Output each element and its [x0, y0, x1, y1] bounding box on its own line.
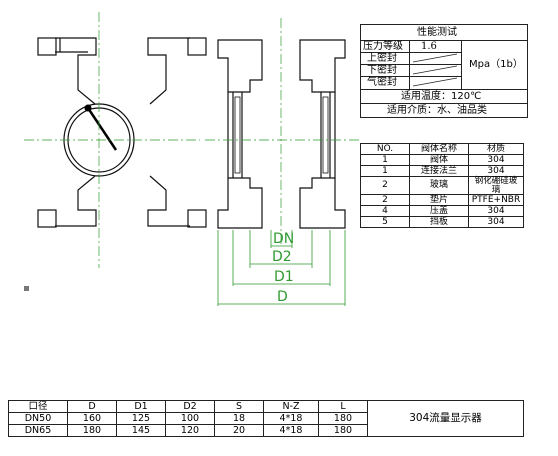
part-material: 钢化硼硅玻璃 — [468, 176, 524, 195]
performance-table: 性能测试 压力等级 1.6 上密封 下密封 气密封 Mpa（1b） 适用温度：1… — [360, 24, 528, 118]
parts-header-row: NO. 阀体名称 材质 — [360, 143, 524, 155]
dial-pointer — [86, 107, 118, 151]
parts-row: 1 连接法兰 304 — [360, 165, 524, 177]
part-name: 挡板 — [409, 216, 469, 228]
lower-seal-label: 下密封 — [367, 65, 397, 76]
size-cell: DN50 — [8, 412, 68, 425]
part-name: 阀体 — [409, 154, 469, 166]
size-cell: DN65 — [8, 424, 68, 437]
perf-title: 性能测试 — [417, 27, 457, 38]
size-header-d2: D2 — [165, 400, 215, 413]
part-material: 304 — [468, 216, 524, 228]
size-cell: 120 — [165, 424, 215, 437]
pressure-label: 压力等级 — [363, 41, 403, 52]
dim-d2-label: D2 — [272, 249, 292, 265]
size-header-s: S — [214, 400, 264, 413]
hatch-lines — [412, 53, 458, 87]
size-cell: 180 — [318, 412, 368, 425]
front-view — [37, 37, 207, 228]
size-header-d: D — [67, 400, 117, 413]
size-cell: 4*18 — [263, 424, 319, 437]
parts-row: 5 挡板 304 — [360, 216, 524, 228]
applicable-medium: 适用介质：水、油品类 — [387, 105, 487, 116]
size-header-caliber: 口径 — [8, 400, 68, 413]
size-header-l: L — [318, 400, 368, 413]
dim-dn-label: DN — [273, 231, 295, 247]
parts-row: 1 阀体 304 — [360, 154, 524, 166]
parts-header-material: 材质 — [468, 143, 524, 155]
parts-row: 4 压盖 304 — [360, 205, 524, 217]
upper-seal-label: 上密封 — [367, 53, 397, 64]
part-no: 2 — [360, 194, 410, 206]
size-table: 口径 D D1 D2 S N-Z L 304流量显示器 DN50 160 125… — [8, 400, 524, 437]
parts-row: 2 玻璃 钢化硼硅玻璃 — [360, 176, 524, 195]
size-cell: 18 — [214, 412, 264, 425]
size-cell: 160 — [67, 412, 117, 425]
part-name: 玻璃 — [409, 176, 469, 195]
part-no: 2 — [360, 176, 410, 195]
size-row: DN65 180 145 120 20 4*18 180 — [8, 424, 524, 437]
size-cell: 180 — [67, 424, 117, 437]
part-name: 压盖 — [409, 205, 469, 217]
product-name: 304流量显示器 — [367, 400, 524, 437]
size-header-d1: D1 — [116, 400, 166, 413]
size-cell: 180 — [318, 424, 368, 437]
dim-d-label: D — [277, 289, 288, 305]
pointer-pivot — [84, 104, 92, 112]
air-seal-label: 气密封 — [367, 77, 397, 88]
pressure-unit: Mpa（1b） — [469, 59, 523, 70]
part-material: 304 — [468, 205, 524, 217]
part-no: 1 — [360, 154, 410, 166]
part-no: 1 — [360, 165, 410, 177]
parts-header-name: 阀体名称 — [409, 143, 469, 155]
parts-row: 2 垫片 PTFE+NBR — [360, 194, 524, 206]
size-cell: 145 — [116, 424, 166, 437]
pressure-value: 1.6 — [421, 41, 437, 52]
marker-dot — [24, 286, 29, 291]
size-cell: 100 — [165, 412, 215, 425]
part-material: PTFE+NBR — [468, 194, 524, 206]
size-header-row: 口径 D D1 D2 S N-Z L 304流量显示器 — [8, 400, 524, 437]
size-header-nz: N-Z — [263, 400, 319, 413]
part-material: 304 — [468, 165, 524, 177]
part-no: 4 — [360, 205, 410, 217]
part-material: 304 — [468, 154, 524, 166]
size-cell: 4*18 — [263, 412, 319, 425]
part-name: 连接法兰 — [409, 165, 469, 177]
size-row: DN50 160 125 100 18 4*18 180 — [8, 412, 524, 425]
parts-table: NO. 阀体名称 材质 1 阀体 304 1 连接法兰 304 2 玻璃 钢化硼… — [360, 143, 524, 228]
part-name: 垫片 — [409, 194, 469, 206]
applicable-temperature: 适用温度：120℃ — [401, 91, 482, 102]
dim-d1-label: D1 — [274, 269, 294, 285]
parts-header-no: NO. — [360, 143, 410, 155]
size-cell: 125 — [116, 412, 166, 425]
side-view — [217, 39, 346, 229]
part-no: 5 — [360, 216, 410, 228]
size-cell: 20 — [214, 424, 264, 437]
